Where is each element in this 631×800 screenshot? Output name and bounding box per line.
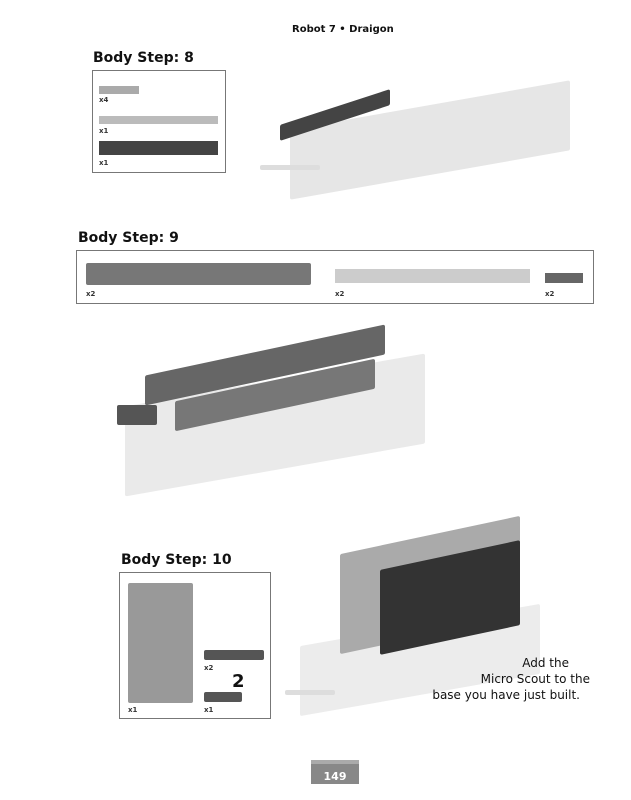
header-title: Robot 7 • Draigon <box>292 24 394 35</box>
part-plate-1x6-dark <box>99 141 218 155</box>
part-plate-1x10 <box>335 269 530 283</box>
step-9-title: Body Step: 9 <box>78 230 179 246</box>
page-number: 149 <box>311 760 359 784</box>
step-8-model-illustration <box>260 65 580 205</box>
step-9-model-illustration <box>95 310 435 497</box>
step-10-title: Body Step: 10 <box>121 552 232 568</box>
step-9-parts-box: x2 x2 x2 <box>76 250 594 304</box>
part-qty: x1 <box>99 127 109 135</box>
note-line: Add the <box>522 656 569 670</box>
part-micro-scout <box>128 583 193 703</box>
part-qty: x1 <box>99 159 109 167</box>
step-10-model-illustration <box>285 515 545 717</box>
part-axle-pin <box>204 650 264 660</box>
part-qty: x2 <box>335 290 345 298</box>
part-technic-beam-1x12 <box>86 263 311 285</box>
part-qty: x2 <box>86 290 96 298</box>
step-8-title: Body Step: 8 <box>93 50 194 66</box>
instruction-note: Add the Micro Scout to the base you have… <box>400 655 590 703</box>
part-plate-1x2 <box>99 86 139 94</box>
part-qty: x4 <box>99 96 109 104</box>
note-line: base you have just built. <box>432 688 580 702</box>
step-8-parts-box: x4 x1 x1 <box>92 70 226 173</box>
part-qty: x2 <box>545 290 555 298</box>
part-qty: x2 <box>204 664 214 672</box>
step-10-parts-box: x1 x2 2 x1 <box>119 572 271 719</box>
note-line: Micro Scout to the <box>480 672 590 686</box>
axle-length-callout: 2 <box>232 671 245 692</box>
part-plate-1x2-dark <box>545 273 583 283</box>
part-plate-1x6-light <box>99 116 218 124</box>
part-qty: x1 <box>204 706 214 714</box>
part-axle-2 <box>204 692 242 702</box>
part-qty: x1 <box>128 706 138 714</box>
